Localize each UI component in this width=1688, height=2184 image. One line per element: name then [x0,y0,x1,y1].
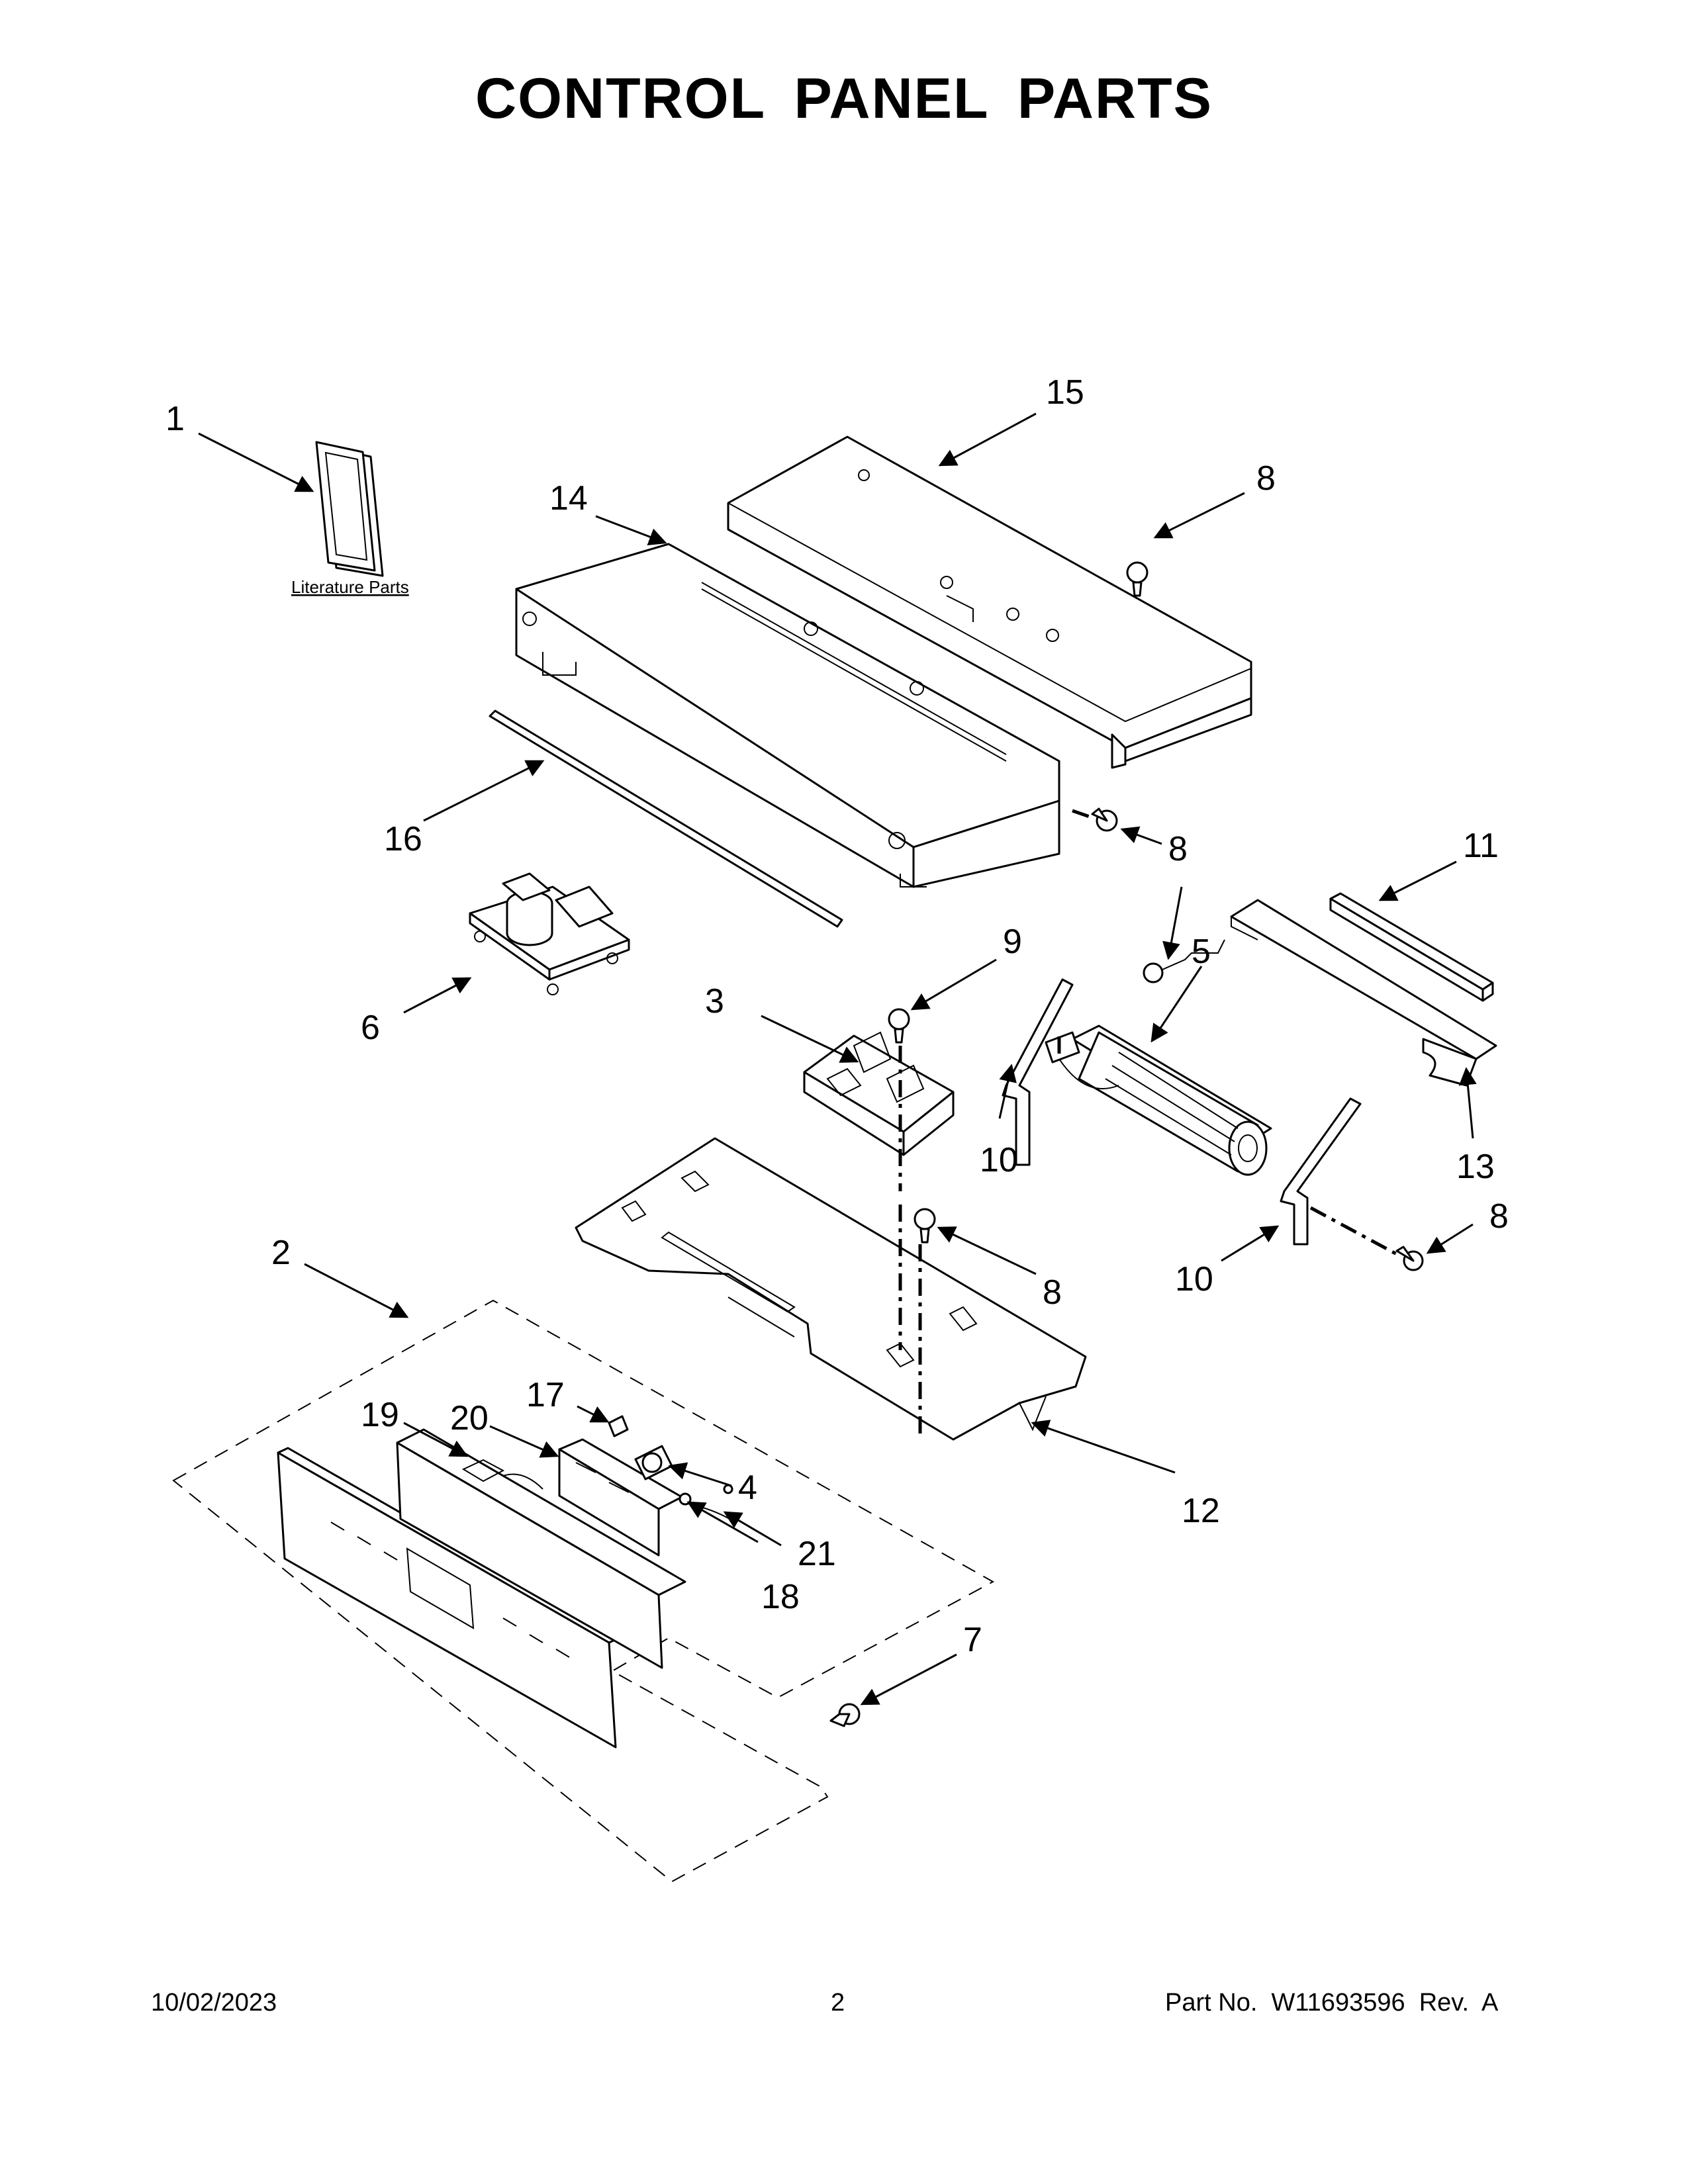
callout-1: 1 [165,400,185,438]
callout-10-left: 10 [980,1141,1018,1179]
user-interface-board [396,1428,686,1669]
base-plate [575,1137,1087,1441]
control-housing [515,543,1060,888]
right-top-strip [1329,892,1494,1002]
callout-10-right: 10 [1175,1260,1213,1298]
callout-13: 13 [1456,1148,1495,1186]
callout-8-top: 8 [1256,459,1276,498]
callout-17: 17 [526,1376,565,1414]
upper-cover-panel [727,435,1252,769]
footer-date: 10/02/2023 [151,1989,277,2017]
callout-18: 18 [761,1578,800,1616]
bracket-right [1280,1097,1362,1246]
bracket-left [1002,978,1074,1166]
callout-8-bracket: 8 [1489,1197,1509,1236]
callout-11: 11 [1463,827,1499,865]
power-supply-board [469,872,630,995]
callout-3: 3 [705,982,724,1021]
wire-harness [679,1484,735,1523]
callout-9: 9 [1003,923,1022,961]
callout-21: 21 [798,1535,836,1573]
callout-14: 14 [549,479,588,518]
callout-20: 20 [450,1399,489,1437]
footer-page-number: 2 [831,1989,845,2017]
callout-15: 15 [1046,373,1084,412]
screw-8-bracket [1395,1246,1424,1271]
connector-17 [608,1415,629,1437]
callout-8-housing: 8 [1168,830,1188,868]
callout-16: 16 [384,820,422,858]
page-title: CONTROL PANEL PARTS [475,67,1213,130]
callout-4: 4 [738,1469,757,1507]
literature-parts-label: Literature Parts [291,577,409,597]
screw-8-housing [1091,807,1118,832]
screw-8-base [914,1208,936,1244]
callout-19: 19 [361,1396,399,1434]
callout-8-base: 8 [1043,1273,1062,1312]
cooling-blower [1045,1024,1272,1176]
footer-part-number: Part No. W11693596 Rev. A [1165,1989,1499,2017]
screw-8-rail [1143,939,1225,983]
callout-5: 5 [1192,933,1211,971]
trim-strip [489,709,843,928]
control-board [803,1031,955,1156]
screw-7 [829,1703,861,1727]
callout-7: 7 [963,1621,982,1659]
literature-booklet: Literature Parts [291,441,409,597]
callout-12: 12 [1182,1492,1220,1530]
console-screw [634,1445,673,1480]
callout-2: 2 [271,1234,291,1272]
screw-9 [888,1008,910,1044]
screw-8-top [1126,561,1149,597]
callout-6: 6 [361,1009,380,1047]
